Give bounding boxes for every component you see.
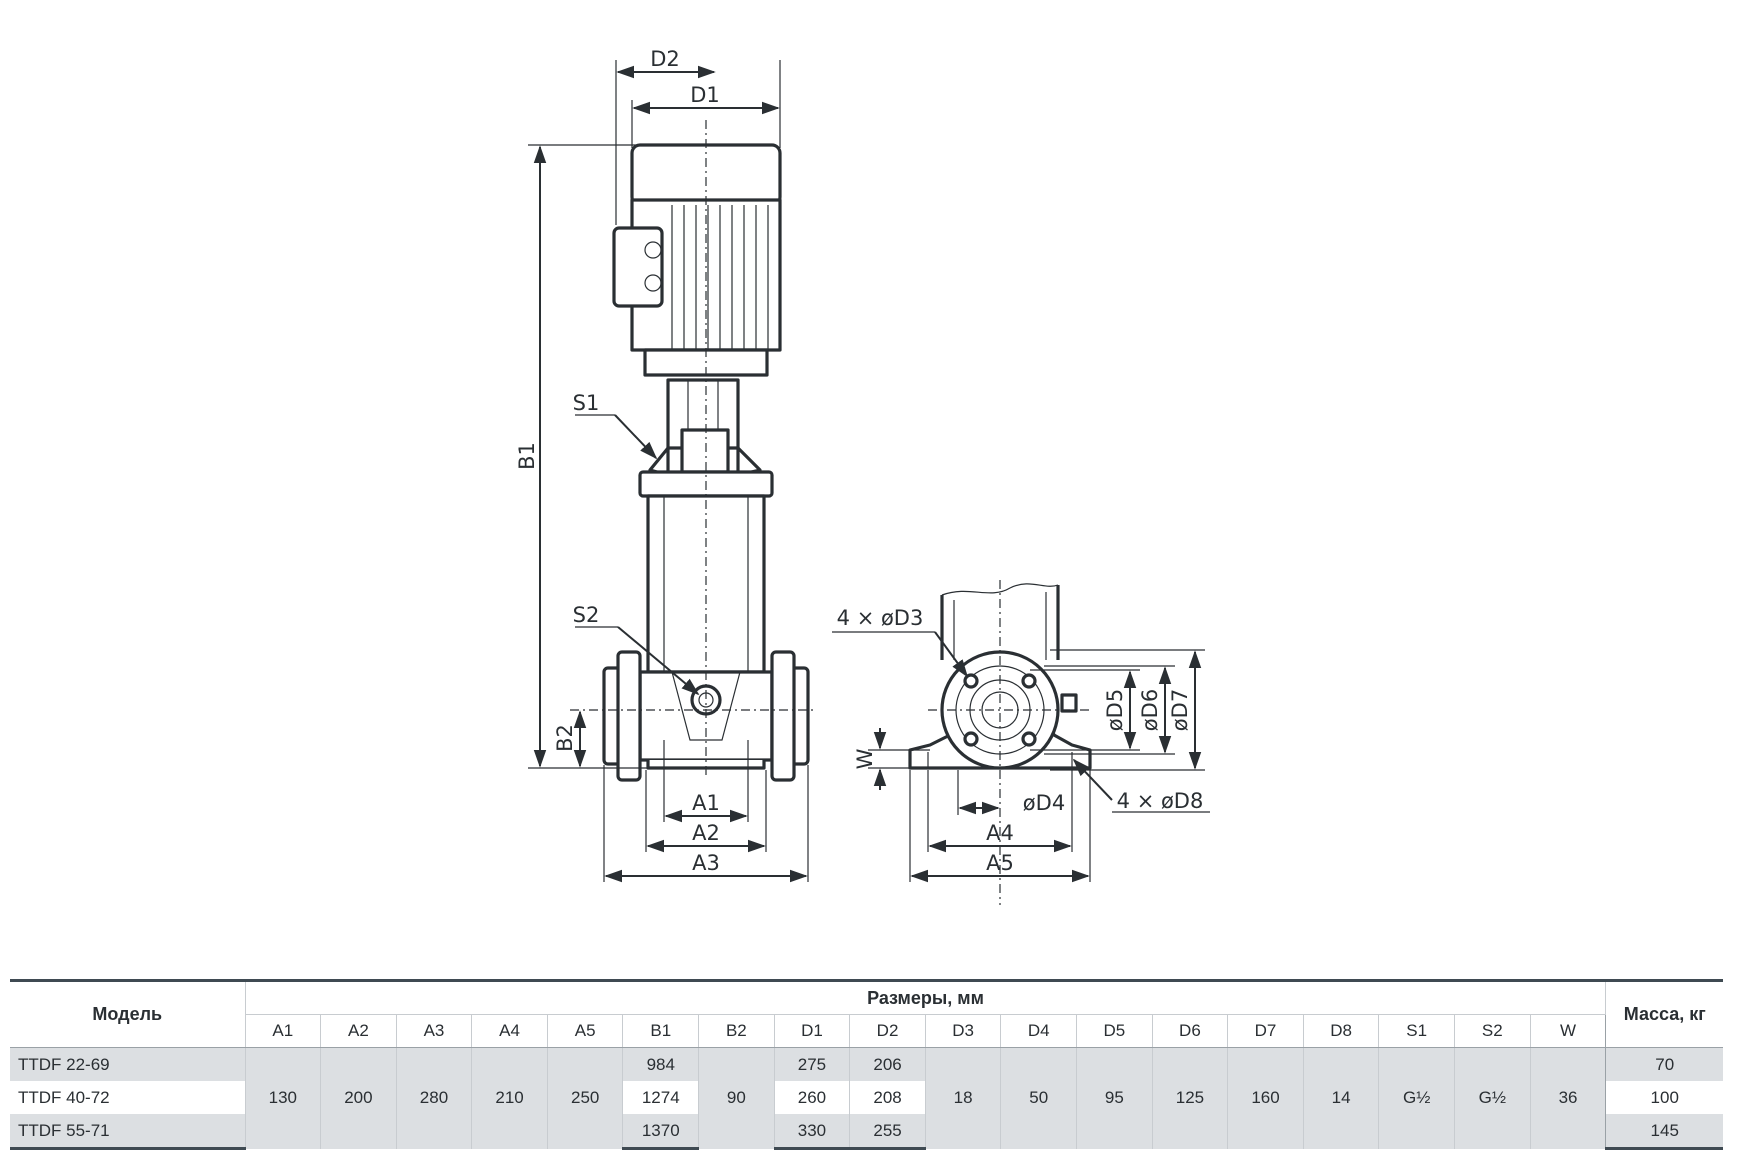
cell-mass: 70 <box>1605 1047 1723 1081</box>
model-cell: TTDF 22-69 <box>10 1047 245 1081</box>
cell-a3: 280 <box>395 1047 472 1149</box>
bolt-hole <box>963 731 979 747</box>
pump-front-view <box>570 120 815 782</box>
terminal-box <box>612 226 664 308</box>
dim-label-d4: øD4 <box>1023 791 1065 815</box>
dimensions-header: Размеры, мм <box>244 979 1607 1015</box>
dim-label-a4: A4 <box>986 821 1014 845</box>
dim-label-w: W <box>853 748 877 769</box>
pump-side-view <box>908 580 1092 905</box>
cell-b1: 1274 <box>622 1081 699 1114</box>
dim-label-a2: A2 <box>692 821 720 845</box>
cell-a5: 250 <box>546 1047 623 1149</box>
column-header: W <box>1529 1014 1606 1048</box>
dim-label-s2: S2 <box>573 603 600 627</box>
model-header: Модель <box>10 979 245 1048</box>
dim-label-a3: A3 <box>692 851 720 875</box>
dim-label-a1: A1 <box>692 791 720 815</box>
column-header: B1 <box>622 1014 699 1048</box>
model-cell: TTDF 55-71 <box>10 1114 245 1150</box>
cell-b1: 984 <box>622 1047 699 1081</box>
cell-d8: 14 <box>1302 1047 1379 1149</box>
cell-s2: G½ <box>1454 1047 1531 1149</box>
cell-d5: 95 <box>1076 1047 1153 1149</box>
dim-label-d8: 4 × øD8 <box>1117 789 1204 813</box>
terminal-screw <box>644 274 662 292</box>
column-header: A3 <box>395 1014 472 1048</box>
cell-a2: 200 <box>320 1047 397 1149</box>
column-header: A4 <box>471 1014 548 1048</box>
column-header: D8 <box>1302 1014 1379 1048</box>
bolt-hole <box>1021 731 1037 747</box>
cell-d4: 50 <box>1000 1047 1077 1149</box>
column-header: A1 <box>244 1014 321 1048</box>
dim-label-d5: øD5 <box>1103 689 1127 731</box>
drain-plug-side <box>1060 693 1078 713</box>
column-header: D5 <box>1076 1014 1153 1048</box>
cell-d6: 125 <box>1151 1047 1228 1149</box>
cell-d2: 206 <box>849 1047 926 1081</box>
dimensions-table: Модель Размеры, мм Масса, кг A1 A2 A3 A4… <box>10 979 1723 1150</box>
cell-b2: 90 <box>698 1047 775 1149</box>
bolt-hole <box>963 673 979 689</box>
bolt-hole <box>1021 673 1037 689</box>
column-header: D3 <box>924 1014 1001 1048</box>
table-row: TTDF 55-71 1370 330 255 145 <box>10 1114 1723 1150</box>
cell-d1: 260 <box>773 1081 850 1114</box>
cell-a1: 130 <box>244 1047 321 1149</box>
cell-a4: 210 <box>471 1047 548 1149</box>
column-header: D6 <box>1151 1014 1228 1048</box>
cell-w: 36 <box>1529 1047 1606 1149</box>
cell-d2: 255 <box>849 1114 926 1150</box>
cell-mass: 100 <box>1605 1081 1723 1114</box>
dim-label-d3: 4 × øD3 <box>837 606 924 630</box>
side-dimensions: 4 × øD3 øD5 øD6 øD7 W øD4 4 × øD8 A4 <box>832 606 1210 883</box>
dim-label-d2: D2 <box>650 47 680 71</box>
column-header: A5 <box>546 1014 623 1048</box>
cell-s1: G½ <box>1378 1047 1455 1149</box>
cell-d7: 160 <box>1227 1047 1304 1149</box>
dim-label-b2: B2 <box>553 724 577 752</box>
column-header: D2 <box>849 1014 926 1048</box>
column-header: D1 <box>773 1014 850 1048</box>
column-header: B2 <box>698 1014 775 1048</box>
coupling-guard <box>680 428 730 474</box>
dim-label-d1: D1 <box>690 83 720 107</box>
cell-b1: 1370 <box>622 1114 699 1150</box>
column-header: A2 <box>320 1014 397 1048</box>
cell-d1: 275 <box>773 1047 850 1081</box>
table-row: TTDF 22-69 130 200 280 210 250 984 90 27… <box>10 1047 1723 1149</box>
mass-header: Масса, кг <box>1605 979 1723 1048</box>
terminal-screw <box>644 241 662 259</box>
column-header: D7 <box>1227 1014 1304 1048</box>
dim-label-s1: S1 <box>573 391 600 415</box>
motor-fins <box>671 205 769 350</box>
column-header: S2 <box>1454 1014 1531 1048</box>
dim-label-d6: øD6 <box>1138 689 1162 731</box>
model-cell: TTDF 40-72 <box>10 1081 245 1114</box>
front-dimensions: D2 D1 B1 S1 S2 B2 A1 A2 A3 <box>515 47 809 883</box>
column-header: S1 <box>1378 1014 1455 1048</box>
cell-mass: 145 <box>1605 1114 1723 1150</box>
table-row: TTDF 40-72 1274 260 208 100 <box>10 1081 1723 1114</box>
pump-dimension-drawing: D2 D1 B1 S1 S2 B2 A1 A2 A3 <box>515 47 1210 905</box>
cell-d1: 330 <box>773 1114 850 1150</box>
cell-d3: 18 <box>924 1047 1001 1149</box>
column-header: D4 <box>1000 1014 1077 1048</box>
dim-label-b1: B1 <box>515 442 539 470</box>
dim-label-a5: A5 <box>986 851 1014 875</box>
dim-label-d7: øD7 <box>1168 689 1192 731</box>
cell-d2: 208 <box>849 1081 926 1114</box>
